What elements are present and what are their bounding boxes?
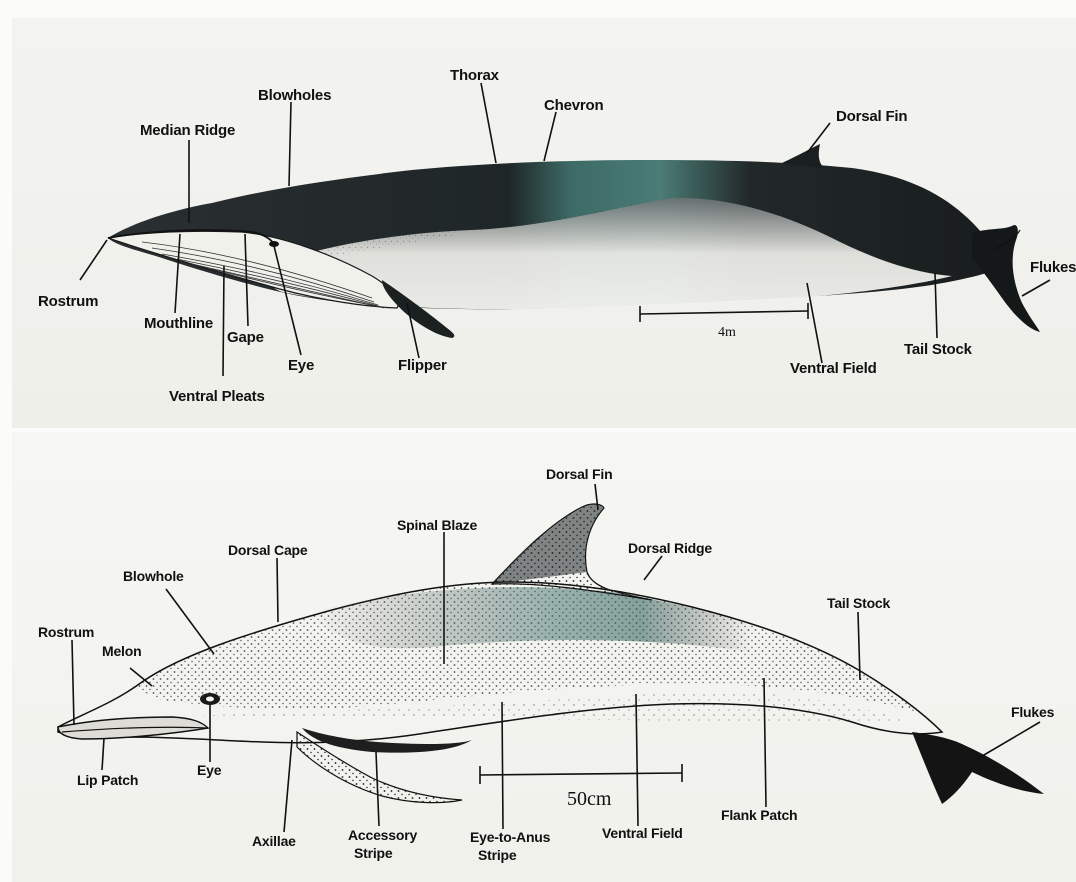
label-tail-stock-2: Tail Stock (827, 595, 891, 611)
label-dorsal-fin-2: Dorsal Fin (546, 466, 612, 482)
whale-scale-label: 4m (718, 325, 736, 340)
label-chevron: Chevron (544, 97, 603, 114)
label-flukes: Flukes (1030, 259, 1076, 276)
label-flukes-2: Flukes (1011, 704, 1055, 720)
whale-diagram: 4m Rostrum Med (12, 18, 1076, 428)
whale-scale-bar: 4m (640, 303, 808, 340)
dolphin-scale-label: 50cm (567, 788, 612, 810)
label-rostrum-2: Rostrum (38, 624, 94, 640)
label-spinal-blaze: Spinal Blaze (397, 517, 477, 533)
dolphin-flukes (912, 732, 1044, 804)
dolphin-scale-bar: 50cm (480, 764, 682, 810)
label-thorax: Thorax (450, 67, 500, 84)
label-dorsal-cape: Dorsal Cape (228, 542, 308, 558)
label-melon: Melon (102, 643, 141, 659)
label-gape: Gape (227, 329, 264, 346)
label-eye-to-anus-line1: Eye-to-Anus (470, 829, 551, 845)
label-flank-patch: Flank Patch (721, 807, 797, 823)
label-rostrum: Rostrum (38, 293, 98, 310)
label-ventral-field-2: Ventral Field (602, 825, 683, 841)
label-eye-to-anus-line2: Stripe (478, 847, 517, 863)
label-median-ridge: Median Ridge (140, 122, 235, 139)
label-accessory-line1: Accessory (348, 827, 417, 843)
label-mouthline: Mouthline (144, 315, 213, 332)
dolphin-diagram: 50cm (12, 432, 1076, 882)
label-dorsal-ridge: Dorsal Ridge (628, 540, 712, 556)
label-blowholes: Blowholes (258, 87, 331, 104)
label-eye-2: Eye (197, 762, 222, 778)
label-ventral-pleats: Ventral Pleats (169, 388, 265, 405)
label-accessory-line2: Stripe (354, 845, 393, 861)
label-blowhole: Blowhole (123, 568, 184, 584)
label-axillae: Axillae (252, 833, 296, 849)
label-flipper: Flipper (398, 357, 447, 374)
label-dorsal-fin: Dorsal Fin (836, 108, 907, 125)
label-eye: Eye (288, 357, 314, 374)
whale-flukes (972, 225, 1040, 332)
label-tail-stock: Tail Stock (904, 341, 973, 358)
label-lip-patch: Lip Patch (77, 772, 138, 788)
label-ventral-field: Ventral Field (790, 360, 877, 377)
dolphin-panel: 50cm (12, 432, 1076, 882)
whale-panel: 4m Rostrum Med (12, 18, 1076, 428)
